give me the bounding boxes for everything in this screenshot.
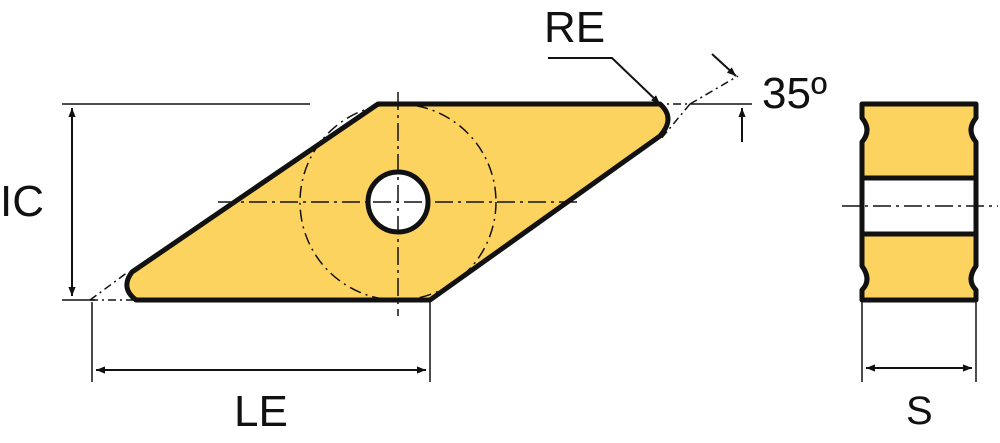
re-leader-line bbox=[548, 57, 661, 105]
ic-label: IC bbox=[0, 177, 44, 226]
insert-side-view bbox=[842, 101, 998, 303]
side-upper-body bbox=[859, 101, 979, 181]
le-label: LE bbox=[234, 387, 288, 436]
corner-construction-left-edge bbox=[89, 271, 129, 301]
angle-arrow-upper bbox=[711, 53, 737, 77]
side-lower-body bbox=[859, 231, 979, 303]
ic-dimension: IC bbox=[0, 103, 310, 301]
s-label: S bbox=[906, 389, 933, 433]
corner-construction-right-edge bbox=[659, 103, 691, 141]
re-leader: RE bbox=[544, 3, 661, 105]
angle-construction-line bbox=[689, 75, 739, 105]
s-dimension: S bbox=[861, 302, 977, 433]
re-label: RE bbox=[544, 3, 605, 52]
insert-top-view bbox=[89, 92, 691, 316]
angle-label: 35º bbox=[762, 69, 827, 118]
le-dimension: LE bbox=[91, 302, 431, 436]
angle-indicator: 35º bbox=[689, 53, 827, 142]
